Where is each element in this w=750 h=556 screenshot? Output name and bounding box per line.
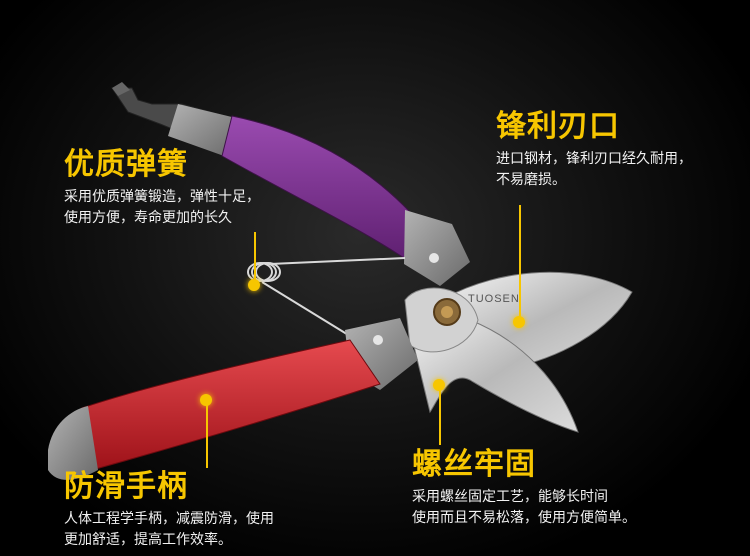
feature-blade: 锋利刃口 进口钢材，锋利刃口经久耐用， 不易磨损。 xyxy=(496,109,692,191)
handle-callout-dot xyxy=(200,394,212,406)
lower-handle-cap xyxy=(48,406,98,480)
spring xyxy=(247,257,406,337)
feature-spring-title: 优质弹簧 xyxy=(64,147,188,182)
feature-blade-desc: 进口钢材，锋利刃口经久耐用， 不易磨损。 xyxy=(496,150,692,188)
feature-screw-desc: 采用螺丝固定工艺，能够长时间 使用而且不易松落，使用方便简单。 xyxy=(412,488,636,526)
screw-callout-dot xyxy=(433,379,445,391)
blade-callout-dot xyxy=(513,316,525,328)
spring-callout-line xyxy=(254,232,256,282)
upper-handle-cap xyxy=(168,104,236,156)
feature-handle: 防滑手柄 人体工程学手柄，减震防滑，使用 更加舒适，提高工作效率。 xyxy=(64,469,274,551)
lower-handle-grip xyxy=(81,339,381,471)
feature-spring: 优质弹簧 采用优质弹簧锻造，弹性十足， 使用方便，寿命更加的长久 xyxy=(64,147,260,229)
screw-callout-line xyxy=(439,385,441,445)
handle-callout-line xyxy=(206,400,208,468)
blade-brand-text: TUOSEN xyxy=(468,293,520,305)
spring-callout-dot xyxy=(248,279,260,291)
feature-handle-title: 防滑手柄 xyxy=(64,469,188,504)
feature-screw: 螺丝牢固 采用螺丝固定工艺，能够长时间 使用而且不易松落，使用方便简单。 xyxy=(412,447,636,529)
feature-handle-desc: 人体工程学手柄，减震防滑，使用 更加舒适，提高工作效率。 xyxy=(64,510,274,548)
feature-blade-title: 锋利刃口 xyxy=(496,109,620,144)
feature-spring-desc: 采用优质弹簧锻造，弹性十足， 使用方便，寿命更加的长久 xyxy=(64,188,260,226)
feature-screw-title: 螺丝牢固 xyxy=(412,447,536,482)
blade-callout-line xyxy=(519,205,521,317)
upper-handle-joint xyxy=(404,210,470,286)
